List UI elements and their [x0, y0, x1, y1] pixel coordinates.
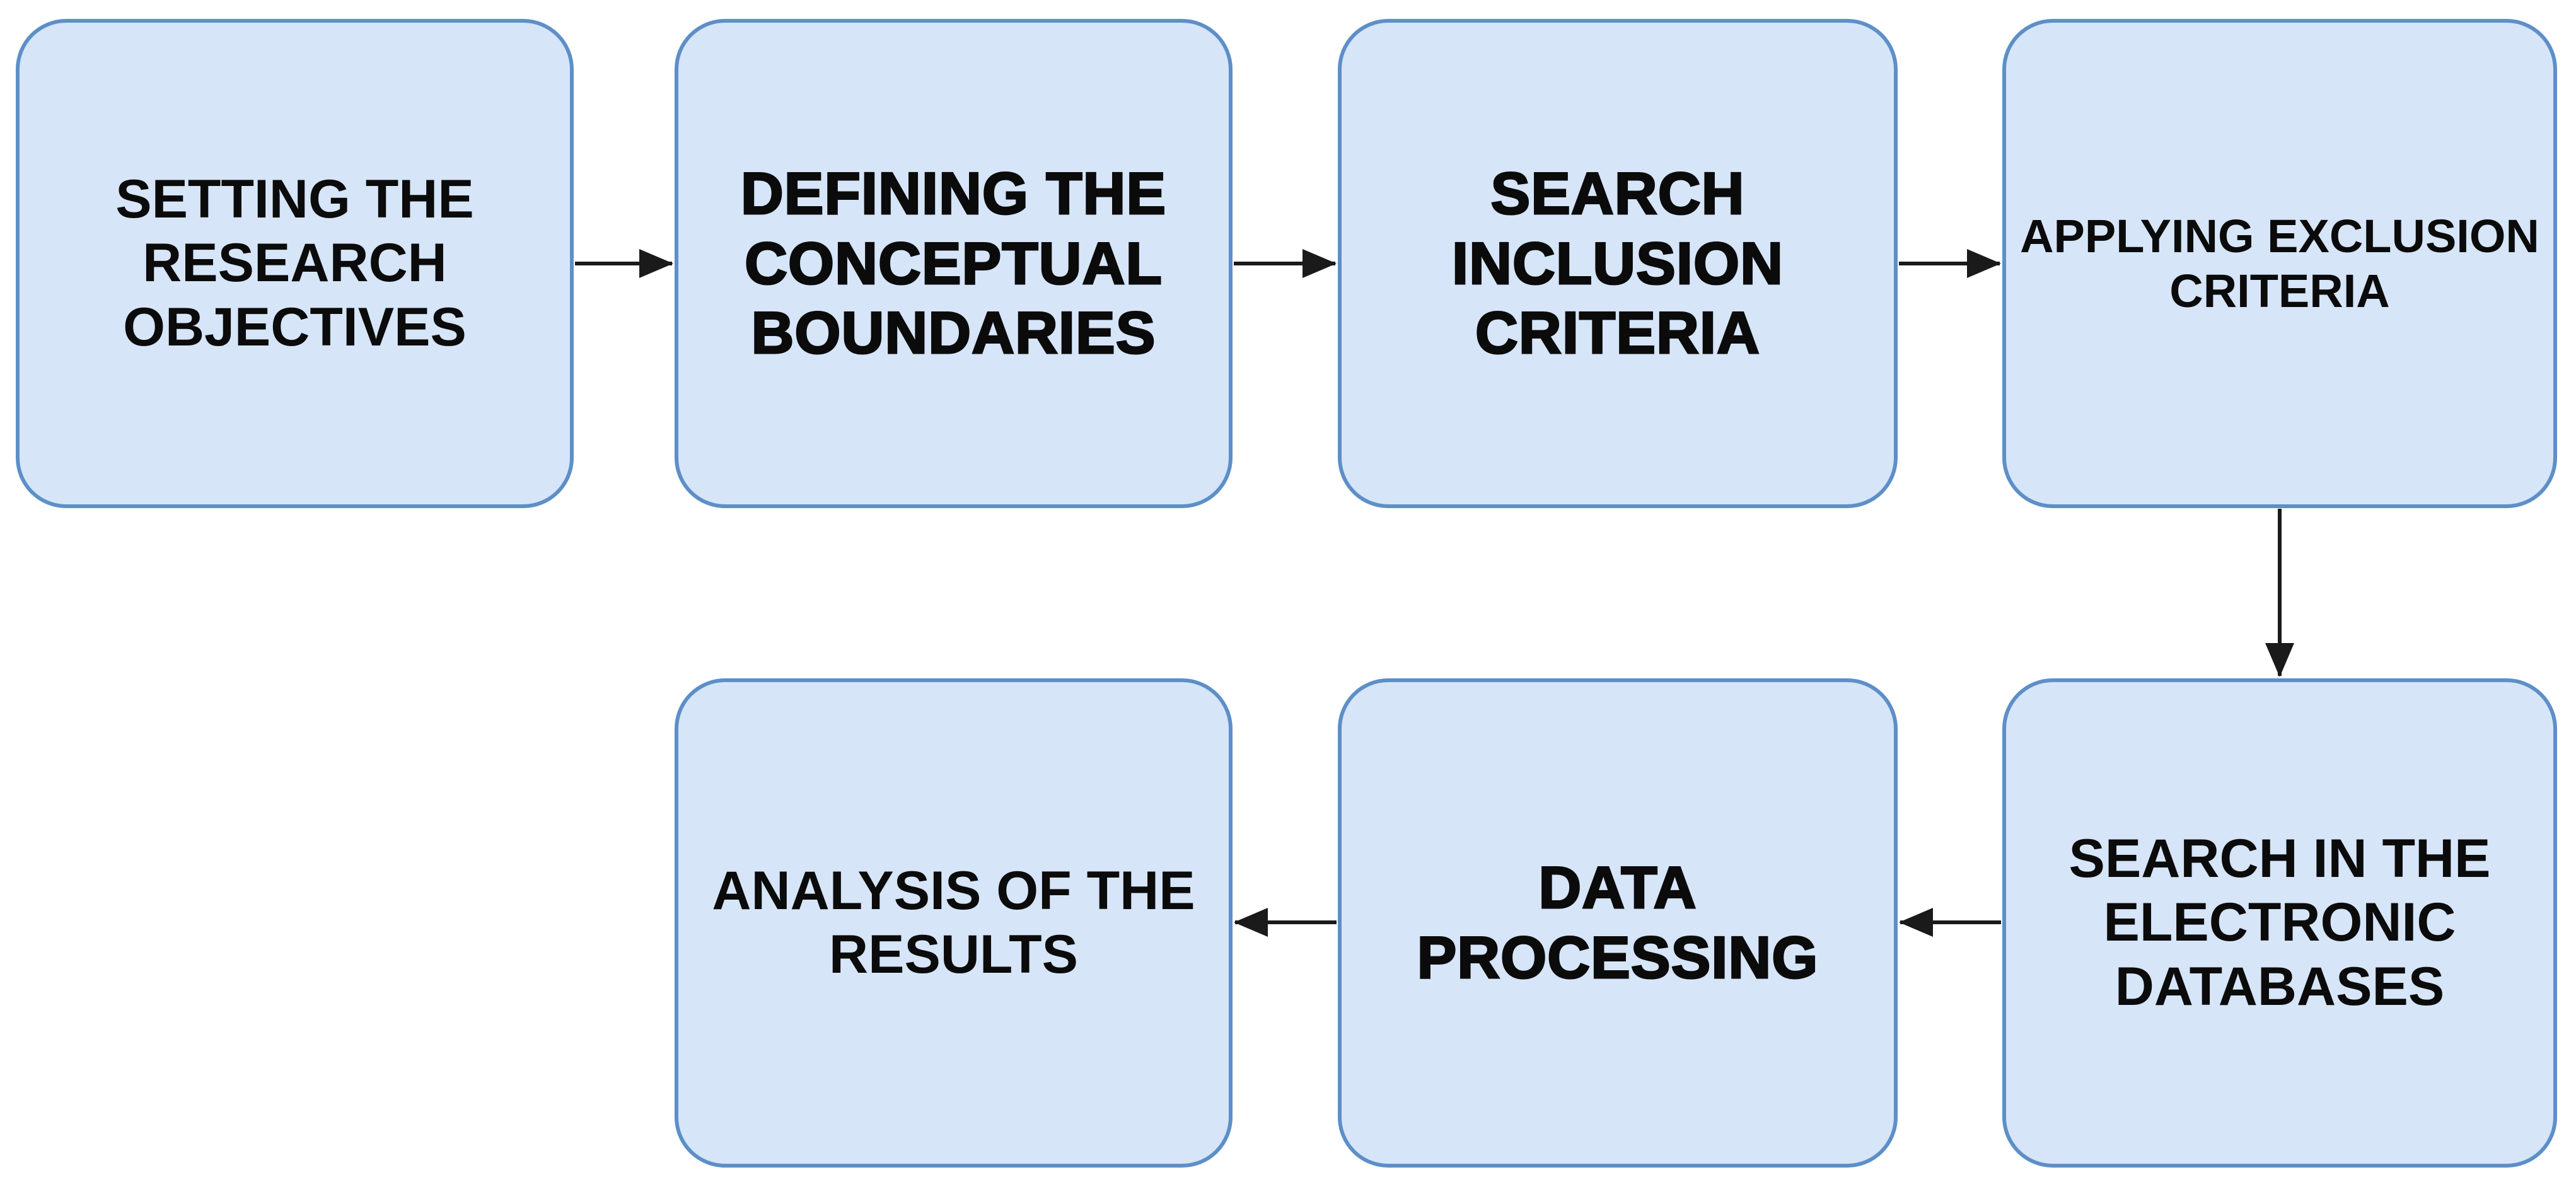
node-label: DATA PROCESSING [1416, 854, 1819, 992]
node-defining-conceptual-boundaries: DEFINING THE CONCEPTUAL BOUNDARIES [675, 19, 1233, 508]
node-label: ANALYSIS OF THE RESULTS [712, 860, 1195, 985]
node-label: APPLYING EXCLUSION CRITERIA [2020, 209, 2539, 317]
node-data-processing: DATA PROCESSING [1338, 678, 1898, 1168]
node-label: SETTING THE RESEARCH OBJECTIVES [115, 168, 474, 357]
node-search-inclusion-criteria: SEARCH INCLUSION CRITERIA [1338, 19, 1898, 508]
node-applying-exclusion-criteria: APPLYING EXCLUSION CRITERIA [2002, 19, 2557, 508]
node-label: SEARCH INCLUSION CRITERIA [1451, 159, 1784, 367]
node-label: SEARCH IN THE ELECTRONIC DATABASES [2068, 828, 2491, 1017]
node-label: DEFINING THE CONCEPTUAL BOUNDARIES [740, 159, 1167, 367]
node-search-electronic-databases: SEARCH IN THE ELECTRONIC DATABASES [2002, 678, 2557, 1168]
node-analysis-of-results: ANALYSIS OF THE RESULTS [675, 678, 1233, 1168]
node-setting-research-objectives: SETTING THE RESEARCH OBJECTIVES [16, 19, 574, 508]
